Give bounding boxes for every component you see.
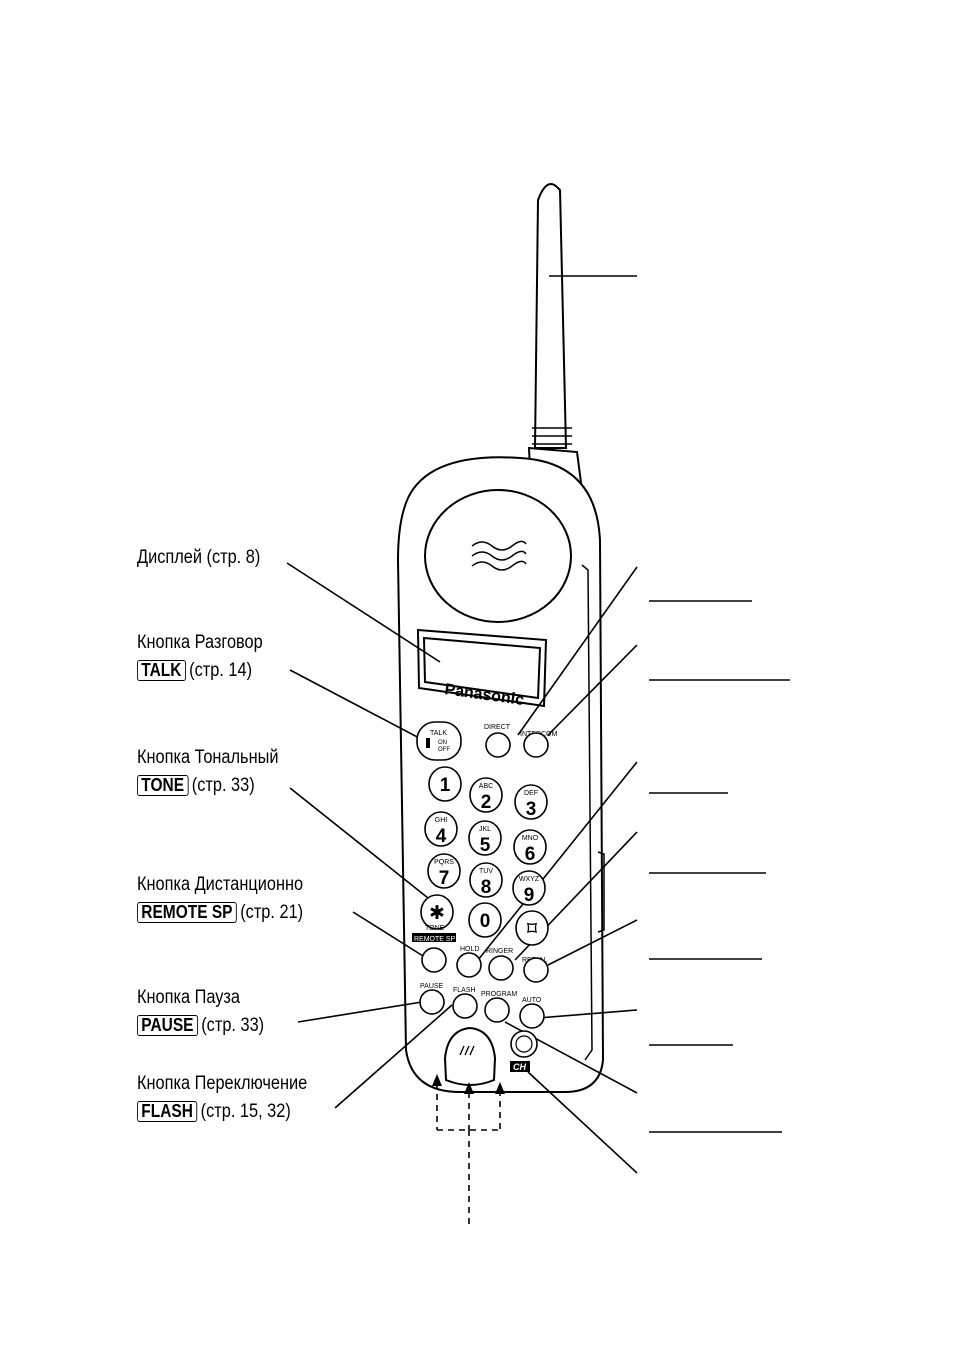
keypad-key[interactable]: ⌑ bbox=[515, 910, 549, 946]
pause-key: PAUSE bbox=[137, 1015, 198, 1036]
svg-text:TONE: TONE bbox=[425, 925, 445, 932]
svg-text:GHI: GHI bbox=[435, 817, 448, 824]
svg-text:DIRECT: DIRECT bbox=[484, 724, 511, 731]
svg-text:3: 3 bbox=[526, 799, 537, 820]
keypad-key[interactable]: MNO 6 bbox=[513, 829, 547, 865]
tone-key: TONE bbox=[137, 775, 189, 796]
svg-text:ABC: ABC bbox=[479, 783, 493, 790]
direct-button[interactable] bbox=[485, 732, 511, 758]
svg-text:7: 7 bbox=[439, 868, 450, 889]
svg-text:MNO: MNO bbox=[522, 835, 539, 842]
svg-text:AUTO: AUTO bbox=[522, 997, 542, 1004]
svg-text:0: 0 bbox=[480, 911, 491, 932]
microphone-icon bbox=[459, 1045, 475, 1056]
svg-text:FLASH: FLASH bbox=[453, 987, 476, 994]
redial-button[interactable] bbox=[523, 957, 549, 983]
talk-key: TALK bbox=[137, 660, 186, 681]
remote-sp-button[interactable] bbox=[421, 947, 447, 973]
keypad-key[interactable]: 1 bbox=[428, 766, 462, 802]
keypad-key[interactable]: JKL 5 bbox=[468, 820, 502, 856]
talk-button[interactable]: TALK ON OFF bbox=[416, 721, 462, 761]
flash-button[interactable] bbox=[452, 993, 478, 1019]
svg-text:ON: ON bbox=[438, 740, 447, 746]
svg-text:TALK: TALK bbox=[430, 730, 447, 737]
keypad-key[interactable]: ABC 2 bbox=[469, 777, 503, 813]
svg-text:TUV: TUV bbox=[479, 868, 493, 875]
keypad-key[interactable]: GHI 4 bbox=[424, 811, 458, 847]
keypad-key[interactable]: 0 bbox=[468, 902, 502, 938]
earpiece-wave-icon bbox=[471, 540, 527, 571]
ch-button[interactable] bbox=[510, 1030, 538, 1058]
intercom-button[interactable] bbox=[523, 732, 549, 758]
svg-text:8: 8 bbox=[481, 877, 492, 898]
svg-text:PQRS: PQRS bbox=[434, 859, 454, 866]
svg-text:9: 9 bbox=[524, 885, 535, 906]
hold-button[interactable] bbox=[456, 952, 482, 978]
keypad-key[interactable]: DEF 3 bbox=[514, 784, 548, 820]
flash-key: FLASH bbox=[137, 1101, 198, 1122]
pause-label: Кнопка Пауза PAUSE(стр. 33) bbox=[137, 987, 265, 1036]
speaker-icon bbox=[426, 738, 430, 748]
svg-text:⌑: ⌑ bbox=[527, 919, 538, 940]
svg-text:HOLD: HOLD bbox=[460, 946, 479, 953]
svg-text:2: 2 bbox=[481, 792, 492, 813]
svg-text:✱: ✱ bbox=[429, 903, 445, 924]
display-window bbox=[416, 628, 548, 708]
tone-label: Кнопка Тональный TONE(стр. 33) bbox=[137, 747, 279, 796]
flash-label: Кнопка Переключение FLASH(стр. 15, 32) bbox=[137, 1073, 308, 1122]
keypad-key[interactable]: TUV 8 bbox=[469, 862, 503, 898]
keypad-key[interactable]: WXYZ 9 bbox=[512, 870, 546, 906]
remote-key: REMOTE SP bbox=[137, 902, 237, 923]
earpiece bbox=[424, 489, 572, 623]
svg-text:5: 5 bbox=[480, 835, 491, 856]
svg-text:WXYZ: WXYZ bbox=[519, 876, 540, 883]
svg-text:JKL: JKL bbox=[479, 826, 491, 833]
talk-label: Кнопка Разговор TALK(стр. 14) bbox=[137, 632, 263, 681]
auto-button[interactable] bbox=[519, 1003, 545, 1029]
program-button[interactable] bbox=[484, 997, 510, 1023]
svg-text:REMOTE SP: REMOTE SP bbox=[414, 936, 456, 943]
svg-text:CH: CH bbox=[513, 1062, 526, 1072]
svg-text:4: 4 bbox=[436, 826, 447, 847]
svg-text:PAUSE: PAUSE bbox=[420, 983, 444, 990]
remote-label: Кнопка Дистанционно REMOTE SP(стр. 21) bbox=[137, 874, 304, 923]
svg-text:1: 1 bbox=[440, 775, 451, 796]
pause-button[interactable] bbox=[419, 989, 445, 1015]
svg-text:OFF: OFF bbox=[438, 747, 450, 753]
keypad-key[interactable]: ✱ bbox=[420, 894, 454, 930]
svg-text:PROGRAM: PROGRAM bbox=[481, 991, 517, 998]
svg-text:RINGER: RINGER bbox=[486, 948, 513, 955]
display-label: Дисплей (стр. 8) bbox=[137, 547, 261, 568]
svg-text:6: 6 bbox=[525, 844, 536, 865]
keypad-key[interactable]: PQRS 7 bbox=[427, 853, 461, 889]
ringer-button[interactable] bbox=[488, 955, 514, 981]
antenna bbox=[533, 183, 568, 449]
svg-text:DEF: DEF bbox=[524, 790, 538, 797]
